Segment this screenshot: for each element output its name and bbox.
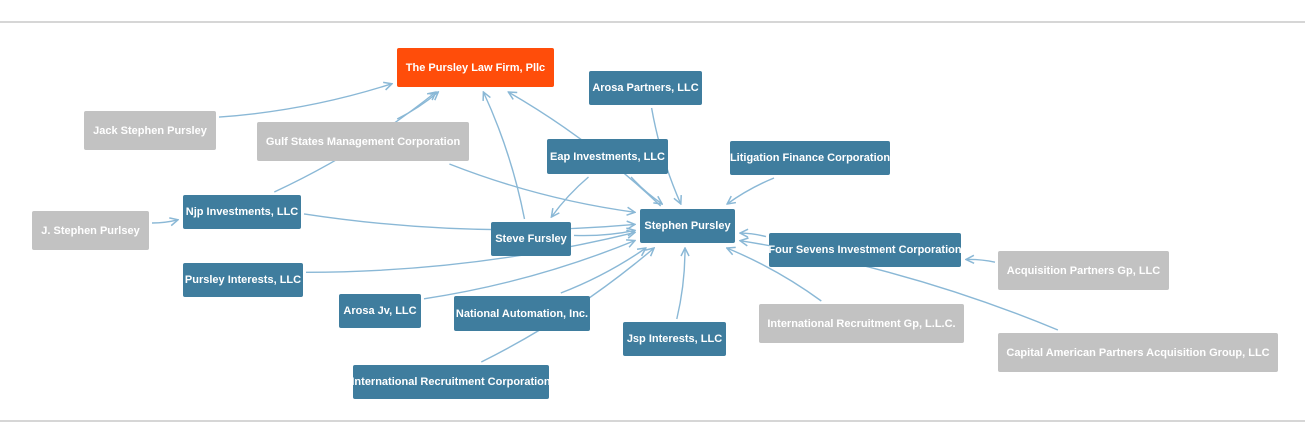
node-national-automation[interactable]: National Automation, Inc. <box>454 296 590 331</box>
node-four-sevens[interactable]: Four Sevens Investment Corporation <box>768 233 962 267</box>
edge-jack_stephen_pursley-to-pursley_law_firm <box>218 84 392 118</box>
edge-eap_investments-to-stephen_pursley <box>630 176 662 204</box>
node-eap-investments[interactable]: Eap Investments, LLC <box>547 139 668 174</box>
edge-intl_recruitment_gp-to-stephen_pursley <box>727 248 822 302</box>
edge-arosa_jv-to-stephen_pursley <box>423 241 635 300</box>
node-litigation-finance[interactable]: Litigation Finance Corporation <box>730 141 890 175</box>
edge-gulf_states-to-stephen_pursley <box>449 163 635 212</box>
node-gulf-states-management[interactable]: Gulf States Management Corporation <box>257 122 469 161</box>
node-capital-american-partners[interactable]: Capital American Partners Acquisition Gr… <box>998 333 1278 372</box>
bottom-divider <box>0 420 1305 422</box>
node-j-stephen-purlsey[interactable]: J. Stephen Purlsey <box>32 211 149 250</box>
node-jack-stephen-pursley[interactable]: Jack Stephen Pursley <box>84 111 216 150</box>
edge-litigation_finance-to-stephen_pursley <box>727 177 775 204</box>
edge-j_stephen_purlsey-to-njp_investments <box>151 220 178 223</box>
edge-national_automation-to-stephen_pursley <box>560 248 646 294</box>
node-pursley-interests[interactable]: Pursley Interests, LLC <box>183 263 303 297</box>
node-njp-investments[interactable]: Njp Investments, LLC <box>183 195 301 229</box>
edge-four_sevens-to-stephen_pursley <box>740 233 767 237</box>
edge-pursley_interests-to-stephen_pursley <box>305 232 635 273</box>
edge-steve_fursley-to-pursley_law_firm <box>483 92 526 220</box>
node-arosa-jv[interactable]: Arosa Jv, LLC <box>339 294 421 328</box>
edge-jsp_interests-to-stephen_pursley <box>676 248 685 320</box>
node-stephen-pursley[interactable]: Stephen Pursley <box>640 209 735 243</box>
edge-eap_investments-to-steve_fursley <box>551 176 589 217</box>
edge-njp_investments-to-stephen_pursley <box>303 213 635 231</box>
node-international-recruitment-gp[interactable]: International Recruitment Gp, L.L.C. <box>759 304 964 343</box>
node-pursley-law-firm[interactable]: The Pursley Law Firm, Pllc <box>397 48 554 87</box>
node-steve-fursley[interactable]: Steve Fursley <box>491 222 571 256</box>
node-international-recruitment-corporation[interactable]: International Recruitment Corporation <box>351 365 551 399</box>
top-divider <box>0 21 1305 23</box>
node-jsp-interests[interactable]: Jsp Interests, LLC <box>623 322 726 356</box>
node-acquisition-partners[interactable]: Acquisition Partners Gp, LLC <box>998 251 1169 290</box>
node-arosa-partners[interactable]: Arosa Partners, LLC <box>589 71 702 105</box>
edge-acquisition_partners-to-four_sevens <box>966 259 996 262</box>
